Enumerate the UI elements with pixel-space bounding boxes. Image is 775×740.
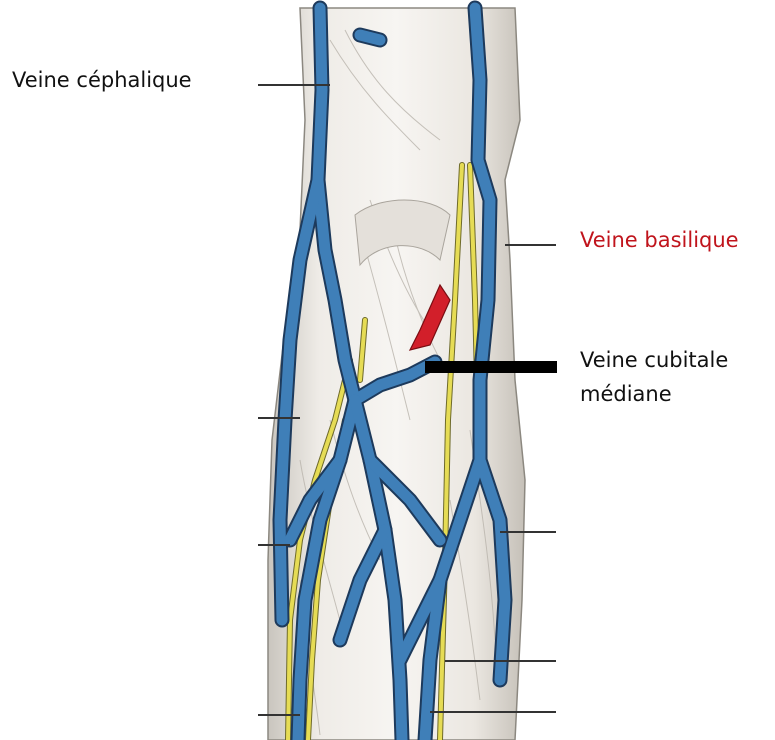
pointer-line-median-cubital — [425, 361, 557, 373]
label-cephalic-vein: Veine céphalique — [12, 63, 192, 97]
label-median-cubital-vein: Veine cubitale médiane — [580, 343, 728, 411]
label-basilic-vein: Veine basilique — [580, 223, 739, 257]
label-median-cubital-vein-line2: médiane — [580, 377, 728, 411]
label-median-cubital-vein-line1: Veine cubitale — [580, 343, 728, 377]
